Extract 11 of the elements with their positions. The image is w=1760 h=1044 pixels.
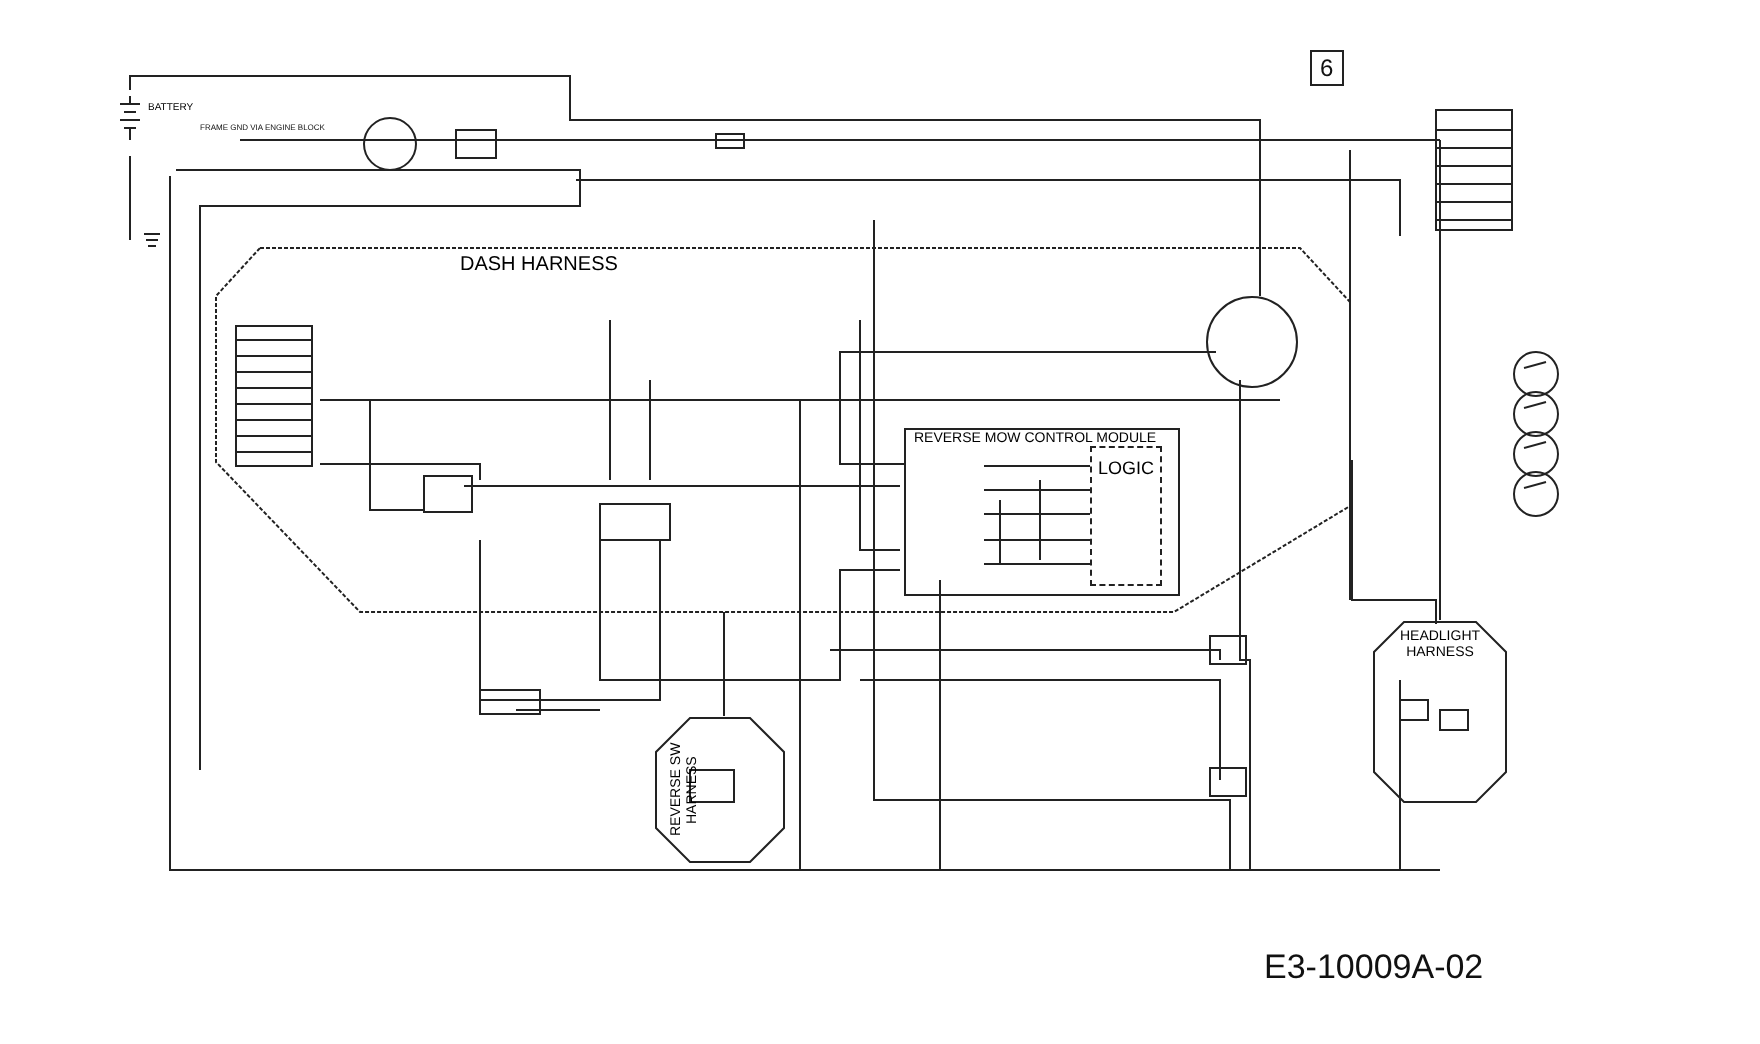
page-number: 6 — [1310, 50, 1344, 86]
logic-label: LOGIC — [1098, 458, 1155, 478]
logic-box — [1090, 446, 1162, 586]
wire — [839, 351, 1217, 465]
module-box — [904, 428, 1180, 596]
wire — [129, 75, 1261, 297]
drawing-number: E3-10009A-02 — [1264, 948, 1484, 988]
ignition-switch-circle — [1206, 296, 1298, 388]
wire — [723, 611, 725, 717]
wire — [1351, 459, 1437, 625]
harness-title: DASH HARNESS — [460, 254, 618, 276]
